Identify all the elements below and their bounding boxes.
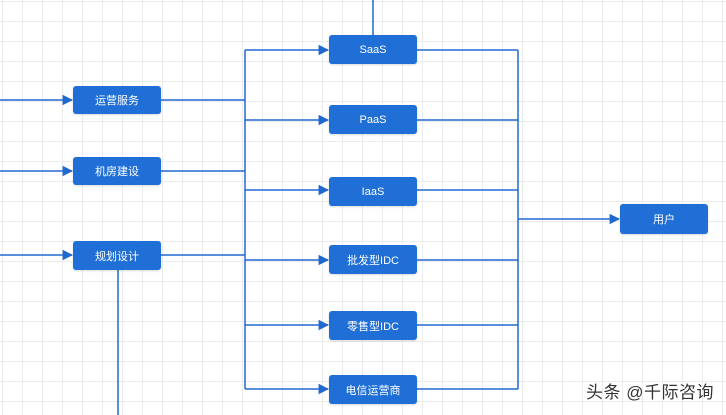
node-yunying[interactable]: 运营服务 [73,86,161,114]
node-lingshou-idc[interactable]: 零售型IDC [329,311,417,340]
node-saas[interactable]: SaaS [329,35,417,64]
node-dianxin[interactable]: 电信运营商 [329,375,417,404]
watermark-text: 头条 @千际咨询 [586,383,714,402]
node-pifa-idc[interactable]: 批发型IDC [329,245,417,274]
node-iaas[interactable]: IaaS [329,177,417,206]
node-jifang[interactable]: 机房建设 [73,157,161,185]
node-user[interactable]: 用户 [620,204,708,234]
node-paas[interactable]: PaaS [329,105,417,134]
node-guihua[interactable]: 规划设计 [73,241,161,270]
